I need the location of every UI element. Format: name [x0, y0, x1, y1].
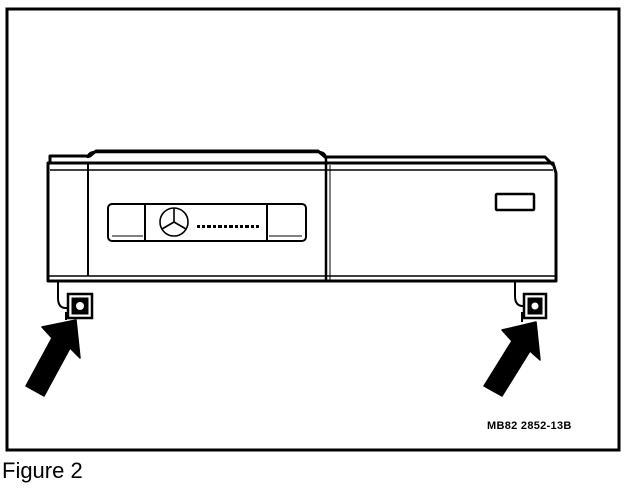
part-number-label: MB82 2852-13B [487, 420, 572, 432]
brand-lettering [197, 225, 259, 228]
brand-badge [107, 203, 307, 242]
figure-caption: Figure 2 [2, 458, 83, 483]
eject-button [494, 192, 536, 212]
front-panel [86, 150, 328, 283]
right-mounting-bracket [514, 281, 548, 322]
star-logo-icon [159, 207, 189, 237]
figure-frame [5, 7, 621, 452]
right-pointer-arrow-icon [483, 321, 541, 397]
cd-changer-unit [46, 149, 558, 283]
left-mounting-bracket [57, 281, 94, 320]
left-pointer-arrow-icon [25, 319, 81, 397]
